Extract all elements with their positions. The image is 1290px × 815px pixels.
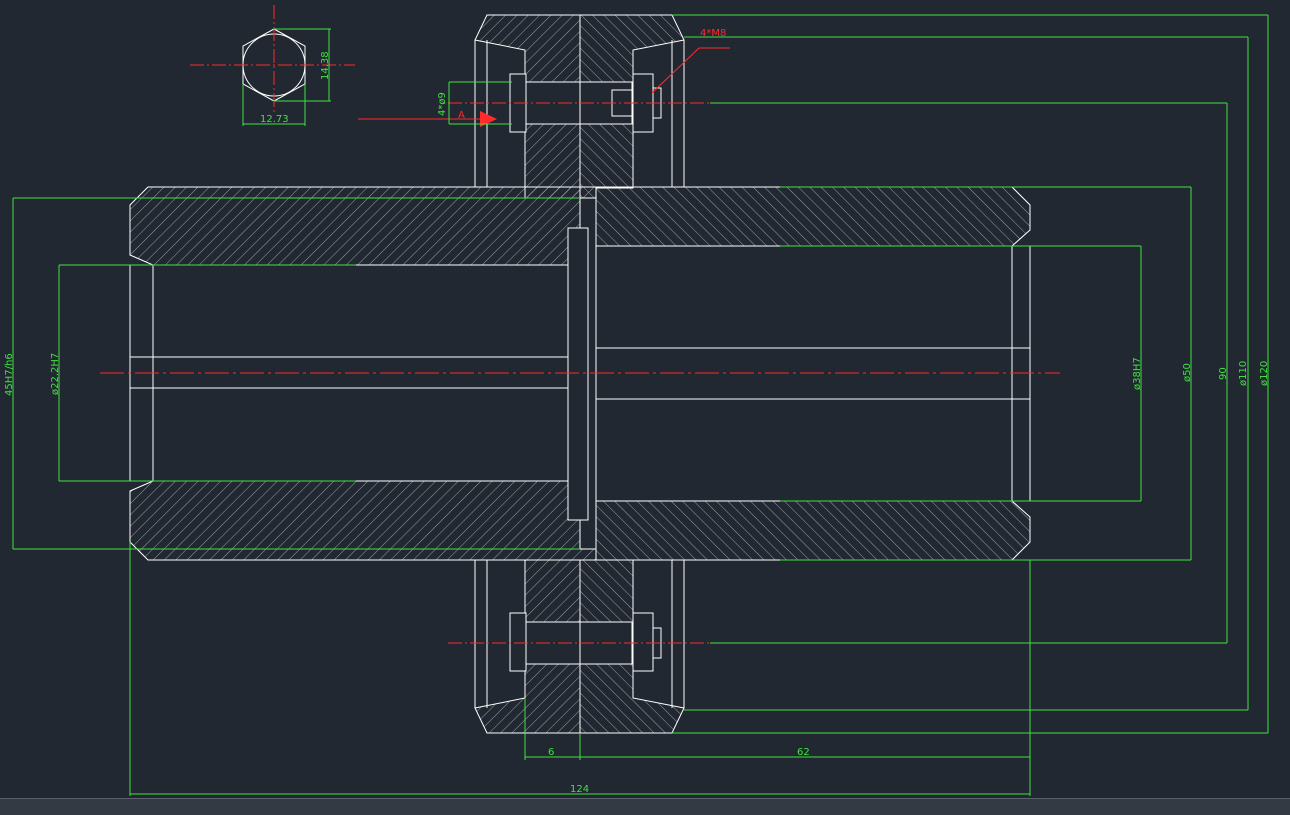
flange-outline-bottom — [474, 559, 488, 708]
triangle-arrow-icon — [480, 111, 497, 127]
left-bore-dimension: ø22.2H7 — [50, 353, 61, 395]
hex-width-dimension: 12.73 — [260, 114, 289, 125]
bottom-bolt-head — [509, 612, 527, 672]
center-spacer-disc — [567, 227, 589, 521]
section-label: A — [458, 110, 465, 121]
bottom-nut — [632, 612, 654, 672]
flange-dimension: ø110 — [1238, 361, 1249, 386]
outer-dimension: ø120 — [1259, 361, 1270, 386]
right-bore-dimension: ø38H7 — [1132, 357, 1143, 390]
bottom-bolt-assembly[interactable] — [448, 612, 710, 672]
dimension-annotations[interactable]: 4*M8 4*ø9 45H7/h6 ø22.2H7 ø38H7 ø50 90 — [4, 14, 1270, 796]
bolt-circle-dimension: 90 — [1218, 367, 1229, 380]
hub-dimension: ø50 — [1182, 363, 1193, 382]
total-length-dimension: 124 — [570, 784, 589, 795]
flange-outline-bottom-right — [671, 559, 685, 708]
length-6-dimension: 6 — [548, 747, 554, 758]
flange-outline-top-right — [671, 40, 685, 188]
left-hub-bottom-section — [129, 480, 597, 561]
top-bolt-assembly[interactable] — [448, 73, 710, 133]
hex-nut-detail-view[interactable]: 14.38 12.73 — [190, 5, 355, 126]
hole-callout: 4*ø9 — [437, 92, 448, 116]
status-bar — [0, 798, 1290, 815]
length-62-dimension: 62 — [797, 747, 810, 758]
bolt-callout-leader — [651, 47, 700, 94]
bolt-callout: 4*M8 — [700, 28, 726, 39]
right-hub-top-section — [595, 186, 1031, 247]
fit-outer-dimension: 45H7/h6 — [4, 353, 15, 396]
right-hub-bottom-section — [595, 500, 1031, 561]
coupling-section-view[interactable]: A — [100, 14, 1060, 734]
left-hub-top-section — [129, 186, 597, 266]
hex-height-dimension: 14.38 — [320, 51, 331, 80]
